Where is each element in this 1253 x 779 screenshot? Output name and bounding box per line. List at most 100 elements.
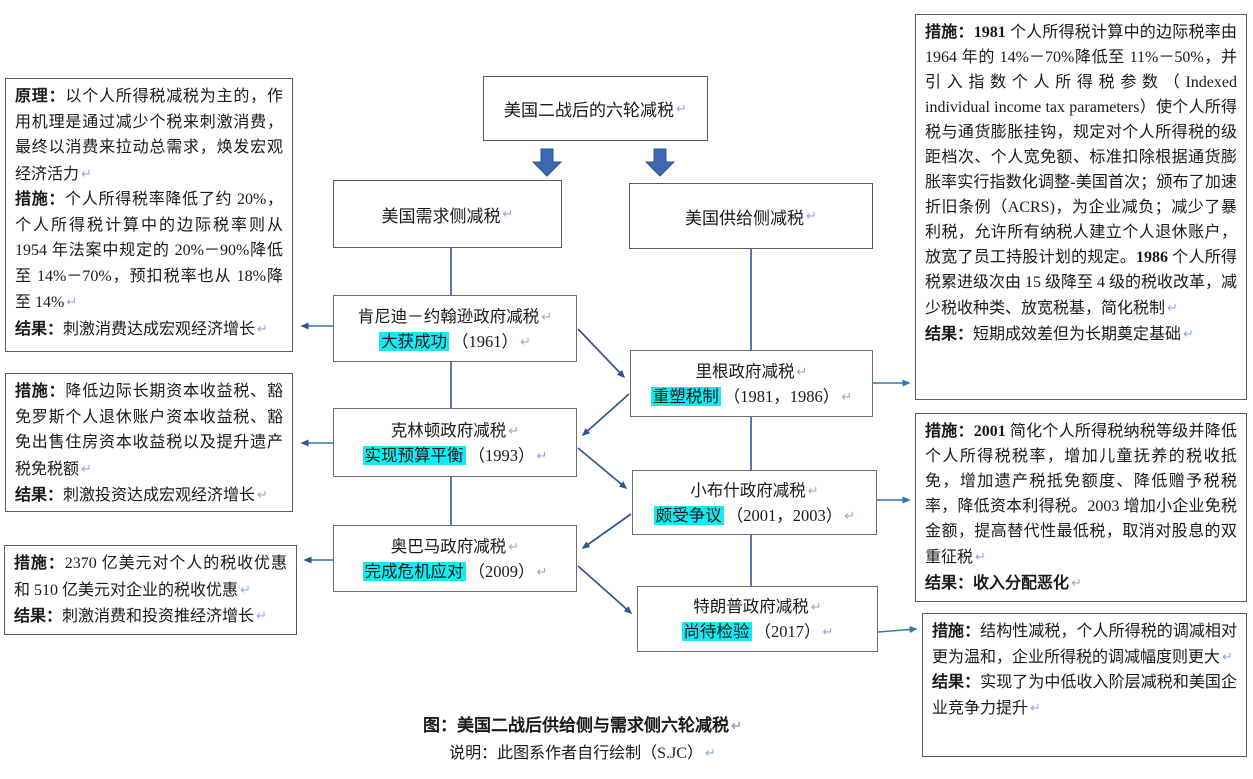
verdict-highlight: 大获成功 xyxy=(379,331,450,351)
body-text: 实现了为中低收入阶层减税和美国企业竞争力提升 xyxy=(932,674,1237,717)
node-year: （2001，2003） xyxy=(726,505,843,525)
return-mark: ↵ xyxy=(796,363,808,379)
node-supply-side: 美国供给侧减税↵ xyxy=(629,183,873,249)
return-mark: ↵ xyxy=(240,581,251,597)
body-text: 个人所得税率降低了约 20%，个人所得税计算中的边际税率则从 1954 年法案中… xyxy=(15,191,283,311)
node-title: 克林顿政府减税 xyxy=(390,420,507,440)
return-mark: ↵ xyxy=(704,745,716,760)
node-year: （2017） xyxy=(754,622,821,641)
bold-label: 1986 xyxy=(1136,249,1173,266)
body-text: 刺激投资达成宏观经济增长 xyxy=(63,487,256,504)
node-title: 奥巴马政府减税 xyxy=(390,536,507,556)
figure-caption: 图：美国二战后供给侧与需求侧六轮减税↵ 说明：此图系作者自行绘制（S.JC）↵ xyxy=(350,712,815,767)
node-trump: 特朗普政府减税↵ 尚待检验（2017）↵ xyxy=(637,586,878,652)
node-supply-label: 美国供给侧减税 xyxy=(685,208,805,228)
verdict-highlight: 尚待检验 xyxy=(681,622,752,641)
return-mark: ↵ xyxy=(256,608,267,623)
return-mark: ↵ xyxy=(975,549,986,564)
node-line1: 奥巴马政府减税↵ xyxy=(334,534,576,559)
detail-trump-measures: 措施：结构性减税，个人所得税的调减相对更为温和，企业所得税的调减幅度则更大↵结果… xyxy=(922,613,1247,757)
node-title: 小布什政府减税 xyxy=(690,480,806,500)
caption-title: 图：美国二战后供给侧与需求侧六轮减税↵ xyxy=(350,712,815,739)
verdict-highlight: 实现预算平衡 xyxy=(362,445,466,465)
node-line1: 特朗普政府减税↵ xyxy=(638,594,877,619)
return-mark: ↵ xyxy=(520,333,531,349)
body-text: 个人所得税计算中的边际税率由 1964 年的 14%－70%降低至 11%－50… xyxy=(925,24,1237,266)
node-bush: 小布什政府减税↵ 颇受争议（2001，2003）↵ xyxy=(632,470,877,535)
return-mark: ↵ xyxy=(1071,575,1082,590)
zigzag-arrows xyxy=(577,328,633,614)
return-mark: ↵ xyxy=(81,460,92,476)
body-text: 个人所得税累进级次由 15 级降至 4 级的税收改革，减少税收种类、放宽税基，简… xyxy=(925,249,1238,317)
caption-note-text: 说明：此图系作者自行绘制（S.JC） xyxy=(449,745,703,762)
return-mark: ↵ xyxy=(508,422,520,438)
node-kennedy-johnson: 肯尼迪－约翰逊政府减税↵ 大获成功（1961）↵ xyxy=(333,295,577,362)
return-mark: ↵ xyxy=(536,447,548,463)
return-mark: ↵ xyxy=(1222,649,1233,664)
bold-label: 结果： xyxy=(932,674,981,691)
block-arrow-to-supply xyxy=(644,148,676,177)
node-year: （1961） xyxy=(452,331,519,351)
return-mark: ↵ xyxy=(257,487,268,502)
body-text: 结构性减税，个人所得税的调减相对更为温和，企业所得税的调减幅度则更大 xyxy=(932,623,1237,666)
body-text: 简化个人所得税纳税等级并降低个人所得税税率，增加儿童抚养的税收抵免，增加遗产税抵… xyxy=(925,423,1237,566)
return-mark: ↵ xyxy=(810,599,822,614)
return-mark: ↵ xyxy=(807,482,819,498)
body-text: 短期成效差但为长期奠定基础 xyxy=(973,326,1182,343)
node-line1: 肯尼迪－约翰逊政府减税↵ xyxy=(334,304,576,329)
return-mark: ↵ xyxy=(806,208,817,223)
return-mark: ↵ xyxy=(844,507,856,523)
node-line2: 完成危机应对（2009）↵ xyxy=(334,559,576,584)
node-title: 里根政府减税 xyxy=(695,361,795,381)
node-title: 肯尼迪－约翰逊政府减税 xyxy=(357,306,540,326)
bold-label: 结果：收入分配恶化 xyxy=(925,575,1070,592)
return-mark: ↵ xyxy=(66,294,78,309)
bold-label: 原理： xyxy=(15,88,66,105)
caption-title-text: 图：美国二战后供给侧与需求侧六轮减税 xyxy=(423,716,730,735)
node-year: （1993） xyxy=(468,445,535,465)
body-text: 刺激消费和投资推经济增长 xyxy=(62,608,255,625)
return-mark: ↵ xyxy=(731,718,742,733)
node-line2: 实现预算平衡（1993）↵ xyxy=(334,443,576,468)
node-title: 特朗普政府减税 xyxy=(693,597,809,616)
node-root-label: 美国二战后的六轮减税 xyxy=(504,101,675,120)
return-mark: ↵ xyxy=(841,388,853,404)
caption-note: 说明：此图系作者自行绘制（S.JC）↵ xyxy=(350,739,815,767)
verdict-highlight: 完成危机应对 xyxy=(362,561,466,581)
body-text: 刺激消费达成宏观经济增长 xyxy=(63,320,256,338)
return-mark: ↵ xyxy=(1030,700,1041,715)
return-mark: ↵ xyxy=(541,308,553,324)
verdict-highlight: 重塑税制 xyxy=(650,386,721,406)
detail-clinton-measures: 措施：降低边际长期资本收益税、豁免罗斯个人退休账户资本收益税、豁免出售住房资本收… xyxy=(5,373,293,512)
return-mark: ↵ xyxy=(822,624,834,639)
detail-obama-measures: 措施：2370 亿美元对个人的税收优惠和 510 亿美元对企业的税收优惠↵结果：… xyxy=(4,545,297,635)
node-line1: 克林顿政府减税↵ xyxy=(334,418,576,443)
body-text: 2370 亿美元对个人的税收优惠和 510 亿美元对企业的税收优惠 xyxy=(14,555,287,599)
bold-label: 结果： xyxy=(925,326,974,343)
detail-bush-measures: 措施：2001 简化个人所得税纳税等级并降低个人所得税税率，增加儿童抚养的税收抵… xyxy=(915,413,1247,602)
node-line2: 重塑税制（1981，1986）↵ xyxy=(631,384,872,409)
bold-label: 措施： xyxy=(14,555,65,572)
node-obama: 奥巴马政府减税↵ 完成危机应对（2009）↵ xyxy=(333,525,577,592)
node-line2: 尚待检验（2017）↵ xyxy=(638,619,877,644)
bold-label: 措施：2001 xyxy=(925,423,1010,440)
node-year: （1981，1986） xyxy=(723,386,840,406)
return-mark: ↵ xyxy=(257,320,268,336)
node-line2: 颇受争议（2001，2003）↵ xyxy=(633,503,876,528)
body-text: 以个人所得税减税为主的，作用机理是通过减少个税来刺激消费，最终以消费来拉动总需求… xyxy=(15,88,283,183)
verdict-highlight: 颇受争议 xyxy=(653,505,724,525)
return-mark: ↵ xyxy=(502,206,514,221)
return-mark: ↵ xyxy=(1167,300,1178,315)
bold-label: 措施：1981 xyxy=(925,24,1010,41)
detail-kennedy-principle: 原理：以个人所得税减税为主的，作用机理是通过减少个税来刺激消费，最终以消费来拉动… xyxy=(5,78,293,352)
node-demand-label: 美国需求侧减税 xyxy=(381,206,501,226)
bold-label: 结果： xyxy=(14,608,63,625)
return-mark: ↵ xyxy=(536,563,548,579)
node-line2: 大获成功（1961）↵ xyxy=(334,329,576,354)
bold-label: 结果： xyxy=(15,487,64,504)
return-mark: ↵ xyxy=(81,165,92,181)
node-line1: 里根政府减税↵ xyxy=(631,359,872,384)
node-year: （2009） xyxy=(468,561,535,581)
return-mark: ↵ xyxy=(1183,326,1194,341)
